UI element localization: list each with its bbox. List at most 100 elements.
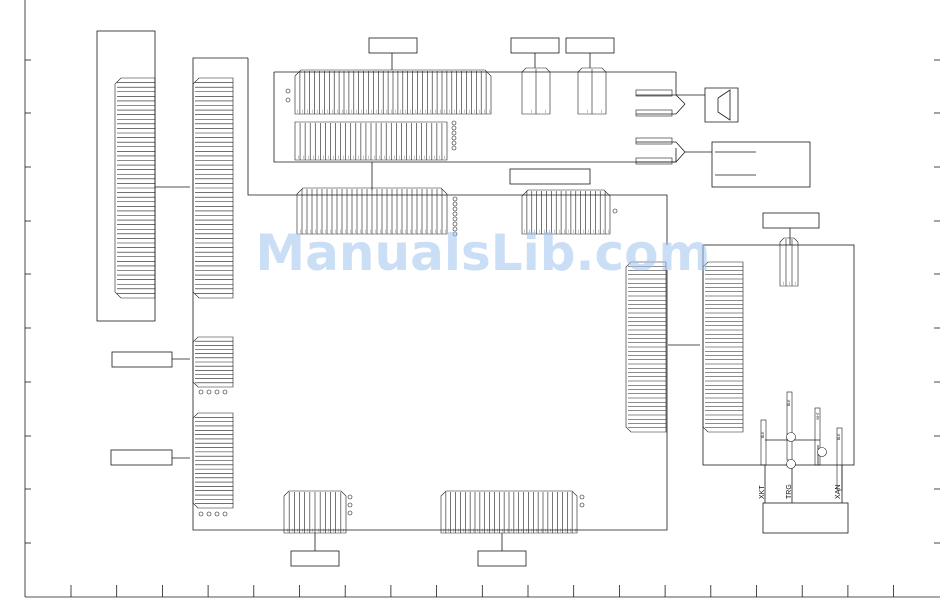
- pin-label: —: [428, 155, 432, 159]
- terminal-post: [836, 427, 843, 491]
- pin-label: —: [379, 109, 383, 113]
- pin-label: —: [369, 109, 373, 113]
- pin-label: —: [331, 528, 335, 532]
- watermark: ManualsLib.com: [255, 224, 710, 282]
- pin-label: —: [398, 229, 402, 233]
- test-point: [347, 494, 353, 500]
- pin-label: —: [318, 229, 322, 233]
- test-point: [452, 226, 458, 232]
- pin-label: —: [581, 229, 585, 233]
- pin-label: —: [505, 528, 509, 532]
- pin-label: —: [313, 229, 317, 233]
- pin-label: —: [447, 528, 451, 532]
- test-point: [452, 196, 458, 202]
- pin-label: —: [392, 155, 396, 159]
- pin-label: —: [539, 528, 543, 532]
- pin-label: —: [354, 109, 358, 113]
- test-points: [198, 88, 827, 517]
- pin-label: —: [452, 109, 456, 113]
- connector-left-c: [192, 336, 234, 388]
- pin-label: —: [519, 528, 523, 532]
- pin-label: —: [323, 229, 327, 233]
- pin-label: —: [433, 229, 437, 233]
- pin-label: —: [485, 528, 489, 532]
- pin-label: —: [443, 229, 447, 233]
- pin-label: —: [428, 109, 432, 113]
- pin-label: —: [510, 528, 514, 532]
- pin-label: —: [308, 229, 312, 233]
- wires: [96, 30, 855, 551]
- connector-bottom-left-body: [283, 490, 347, 534]
- connectors: [114, 67, 843, 534]
- pin-label: —: [331, 155, 335, 159]
- pin-label: —: [325, 109, 329, 113]
- pin-label: —: [600, 109, 604, 113]
- test-point: [198, 511, 204, 517]
- pin-label: —: [530, 109, 534, 113]
- test-point: [285, 97, 291, 103]
- pin-label: —: [316, 528, 320, 532]
- pin-label: —: [423, 109, 427, 113]
- pin-label: —: [394, 109, 398, 113]
- pin-label: —: [413, 109, 417, 113]
- connector-sub-top-body: [779, 237, 799, 287]
- pin-label: —: [407, 155, 411, 159]
- pin-label: —: [408, 109, 412, 113]
- connector-right-a: [625, 261, 667, 433]
- pin-label: —: [364, 109, 368, 113]
- terminal-label: WHT: [816, 412, 820, 420]
- pin-label: —: [568, 528, 572, 532]
- pin-label: —: [477, 109, 481, 113]
- pin-label: —: [422, 155, 426, 159]
- pin-label: —: [467, 109, 471, 113]
- test-point: [612, 208, 618, 214]
- pin-label: —: [586, 109, 590, 113]
- pin-label: —: [487, 109, 491, 113]
- pin-label: —: [591, 229, 595, 233]
- test-point: [451, 145, 457, 151]
- connector-left-d-body: [192, 412, 234, 509]
- pin-label: —: [417, 155, 421, 159]
- pin-label: —: [481, 528, 485, 532]
- plug-rail: [635, 109, 673, 117]
- pin-label: —: [576, 229, 580, 233]
- pin-label: —: [443, 109, 447, 113]
- connector-a-top: [521, 67, 551, 115]
- pin-label: —: [382, 155, 386, 159]
- pin-label: —: [471, 528, 475, 532]
- plug-rail: [635, 137, 673, 145]
- connector-board-top: [296, 187, 448, 235]
- pin-label: —: [552, 229, 556, 233]
- pin-label: —: [348, 229, 352, 233]
- pin-label: —: [403, 229, 407, 233]
- pin-label: —: [328, 229, 332, 233]
- pin-label: —: [290, 528, 294, 532]
- pin-label: —: [367, 155, 371, 159]
- test-point: [285, 88, 291, 94]
- pin-label: —: [573, 528, 577, 532]
- pin-label: —: [418, 109, 422, 113]
- pin-label: —: [534, 528, 538, 532]
- connector-left-b-body: [192, 77, 234, 299]
- pin-label: —: [438, 155, 442, 159]
- pin-label: —: [466, 528, 470, 532]
- pin-label: —: [340, 109, 344, 113]
- pin-label: —: [295, 528, 299, 532]
- plug-rail: [635, 157, 673, 165]
- connector-left-a: [114, 77, 156, 299]
- pin-label: —: [601, 229, 605, 233]
- pin-label: —: [544, 528, 548, 532]
- connector-left-a-body: [114, 77, 156, 299]
- pin-label: —: [306, 528, 310, 532]
- pin-label: —: [500, 528, 504, 532]
- pin-label: —: [443, 155, 447, 159]
- test-point: [579, 502, 585, 508]
- pin-label: —: [456, 528, 460, 532]
- pin-label: —: [523, 229, 527, 233]
- test-point: [214, 389, 220, 395]
- test-point: [452, 211, 458, 217]
- pin-label: —: [397, 155, 401, 159]
- drawing-frame: [24, 0, 940, 598]
- connector-right-a-body: [625, 261, 667, 433]
- pin-label: —: [528, 229, 532, 233]
